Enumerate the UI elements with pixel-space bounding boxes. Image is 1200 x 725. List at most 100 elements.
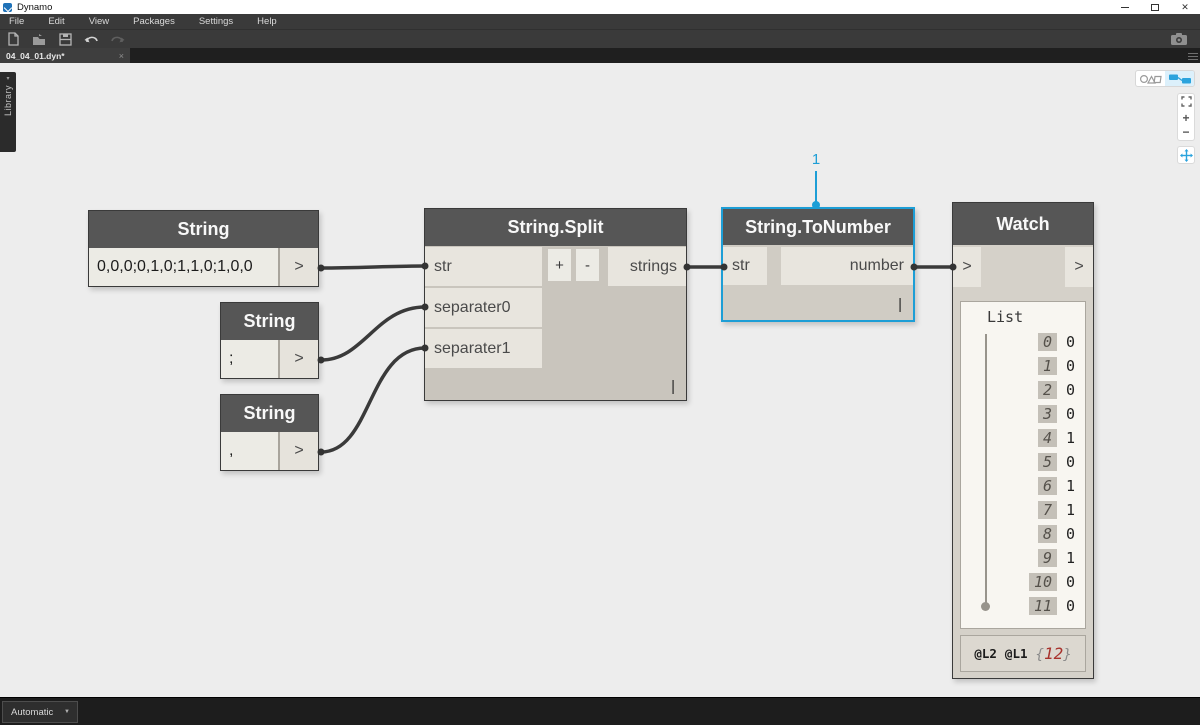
annotation-pin-dot bbox=[812, 201, 820, 209]
node-string-split[interactable]: String.Split str separater0 separater1 +… bbox=[424, 208, 687, 401]
menu-view[interactable]: View bbox=[88, 16, 110, 27]
new-file-icon[interactable] bbox=[0, 31, 26, 47]
list-index: 3 bbox=[1037, 405, 1057, 423]
zoom-in-button[interactable]: + bbox=[1182, 110, 1190, 125]
list-index: 1 bbox=[1037, 357, 1057, 375]
menu-file[interactable]: File bbox=[9, 16, 25, 27]
save-icon[interactable] bbox=[52, 31, 78, 47]
tab-bar: 04_04_01.dyn* × bbox=[0, 48, 1200, 63]
node-title[interactable]: String.Split bbox=[425, 209, 686, 246]
watch-footer: @L2 @L1 {12} bbox=[960, 635, 1086, 672]
list-tree-dot bbox=[981, 602, 990, 611]
close-button[interactable]: ✕ bbox=[1181, 1, 1189, 12]
library-label: Library bbox=[3, 85, 13, 117]
output-port[interactable]: > bbox=[280, 340, 318, 378]
list-tree-line bbox=[985, 334, 987, 606]
list-value: 1 bbox=[1066, 429, 1076, 447]
list-value: 0 bbox=[1066, 597, 1076, 615]
tab-close-icon[interactable]: × bbox=[118, 50, 124, 61]
fit-view-button[interactable] bbox=[1178, 96, 1194, 109]
list-value: 1 bbox=[1066, 501, 1076, 519]
library-flyout-tab[interactable]: ▾ Library bbox=[0, 72, 16, 152]
pan-icon bbox=[1179, 148, 1193, 162]
list-value: 1 bbox=[1066, 549, 1076, 567]
level-toggle-l1[interactable]: @L1 bbox=[1004, 646, 1028, 661]
list-index: 7 bbox=[1037, 501, 1057, 519]
node-string-3[interactable]: String , > bbox=[220, 394, 319, 471]
run-mode-value: Automatic bbox=[11, 706, 54, 718]
level-toggle-l2[interactable]: @L2 bbox=[974, 646, 997, 661]
geometry-view-button[interactable] bbox=[1136, 71, 1165, 86]
string-value-input[interactable]: ; bbox=[221, 340, 278, 378]
maximize-button[interactable] bbox=[1140, 0, 1170, 14]
minimize-button[interactable] bbox=[1110, 0, 1140, 14]
node-title[interactable]: Watch bbox=[953, 203, 1093, 245]
status-bar: Automatic ▼ bbox=[0, 697, 1200, 725]
node-string-tonumber[interactable]: String.ToNumber str number | bbox=[721, 207, 915, 322]
dynamo-logo-icon bbox=[3, 2, 12, 12]
chevron-down-icon: ▾ bbox=[6, 76, 10, 82]
undo-icon[interactable] bbox=[78, 31, 104, 47]
list-index: 8 bbox=[1037, 525, 1057, 543]
list-value: 0 bbox=[1066, 525, 1076, 543]
list-index: 10 bbox=[1028, 573, 1057, 591]
node-title[interactable]: String bbox=[89, 211, 318, 248]
lacing-indicator: | bbox=[898, 296, 902, 313]
pan-button[interactable] bbox=[1177, 146, 1195, 164]
graph-view-button[interactable] bbox=[1165, 71, 1194, 86]
menu-settings[interactable]: Settings bbox=[198, 16, 234, 27]
input-port-str[interactable]: str bbox=[723, 247, 767, 285]
output-port[interactable]: > bbox=[280, 248, 318, 286]
menu-edit[interactable]: Edit bbox=[48, 16, 65, 27]
camera-icon[interactable] bbox=[1166, 31, 1192, 47]
menu-packages[interactable]: Packages bbox=[133, 16, 175, 27]
output-port-strings[interactable]: strings bbox=[608, 247, 686, 286]
tab-label: 04_04_01.dyn* bbox=[6, 50, 65, 61]
zoom-out-button[interactable]: − bbox=[1182, 125, 1190, 139]
output-port[interactable]: > bbox=[1065, 247, 1093, 287]
input-port-str[interactable]: str bbox=[425, 247, 542, 286]
output-port-number[interactable]: number bbox=[781, 247, 913, 285]
node-string-2[interactable]: String ; > bbox=[220, 302, 319, 379]
chevron-down-icon: ▼ bbox=[64, 709, 70, 715]
list-value: 0 bbox=[1066, 357, 1076, 375]
remove-input-button[interactable]: - bbox=[576, 249, 599, 281]
wire-string1-to-split bbox=[319, 264, 427, 270]
menu-help[interactable]: Help bbox=[257, 16, 277, 27]
node-title[interactable]: String bbox=[221, 395, 318, 432]
annotation-label[interactable]: 1 bbox=[811, 151, 821, 168]
string-value-input[interactable]: 0,0,0;0,1,0;1,1,0;1,0,0 bbox=[89, 248, 278, 286]
wire-string3-to-split bbox=[319, 346, 427, 454]
list-index: 9 bbox=[1037, 549, 1057, 567]
add-input-button[interactable]: + bbox=[548, 249, 571, 281]
workspace-canvas[interactable]: ▾ Library + − String 0,0, bbox=[0, 63, 1200, 697]
node-string-1[interactable]: String 0,0,0;0,1,0;1,1,0;1,0,0 > bbox=[88, 210, 319, 287]
input-port-separater0[interactable]: separater0 bbox=[425, 288, 542, 327]
redo-icon[interactable] bbox=[104, 31, 130, 47]
list-index: 11 bbox=[1028, 597, 1057, 615]
run-mode-dropdown[interactable]: Automatic ▼ bbox=[2, 701, 78, 723]
input-port-separater1[interactable]: separater1 bbox=[425, 329, 542, 368]
list-index: 4 bbox=[1037, 429, 1057, 447]
zoom-controls: + − bbox=[1177, 93, 1195, 141]
node-title[interactable]: String.ToNumber bbox=[723, 209, 913, 245]
list-value: 0 bbox=[1066, 405, 1076, 423]
output-port[interactable]: > bbox=[280, 432, 318, 470]
string-value-input[interactable]: , bbox=[221, 432, 278, 470]
graph-view-icon bbox=[1168, 74, 1191, 83]
node-title[interactable]: String bbox=[221, 303, 318, 340]
input-port[interactable]: > bbox=[953, 247, 981, 287]
window-title: Dynamo bbox=[17, 1, 53, 13]
tab-overflow-icon[interactable] bbox=[1188, 51, 1198, 62]
minimize-icon bbox=[1121, 6, 1129, 8]
open-file-icon[interactable] bbox=[26, 31, 52, 47]
tab-document[interactable]: 04_04_01.dyn* × bbox=[0, 48, 130, 63]
